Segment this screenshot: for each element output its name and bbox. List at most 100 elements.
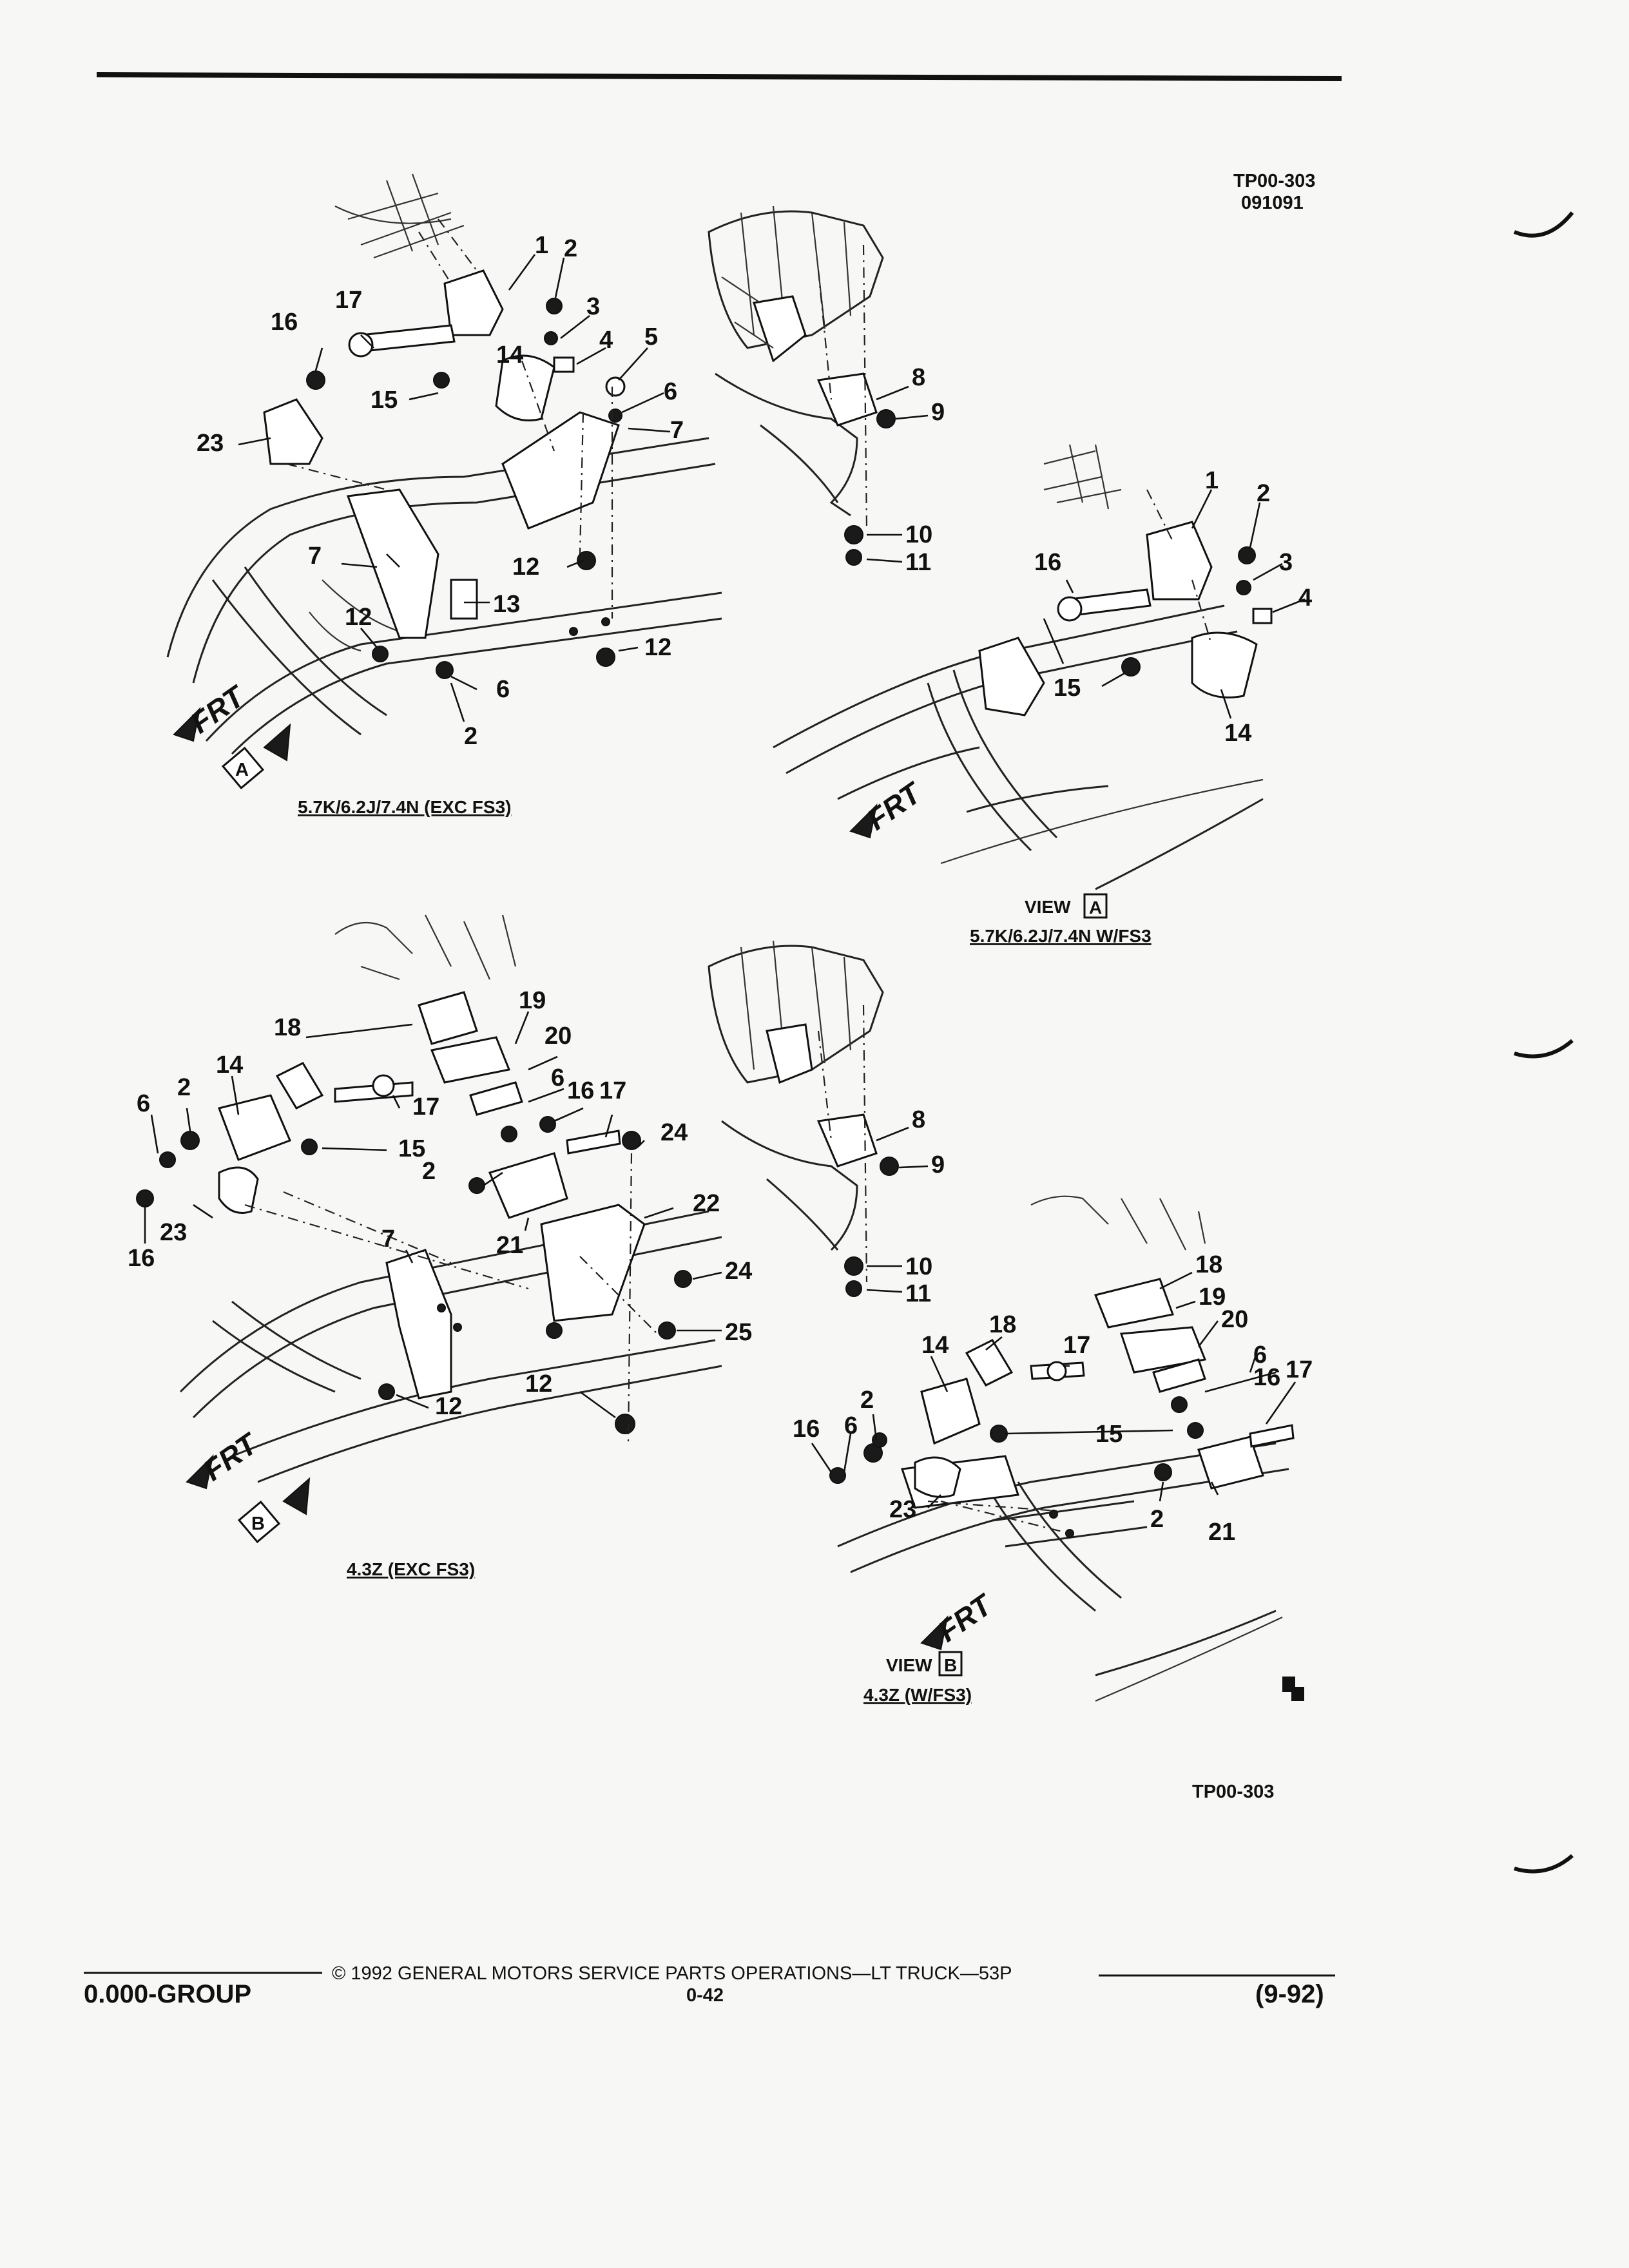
callout: 6 <box>551 1064 564 1091</box>
callout: 23 <box>197 430 224 457</box>
callout: 16 <box>271 309 298 336</box>
callout: 2 <box>564 235 577 262</box>
callout: 17 <box>335 287 362 314</box>
callout: 15 <box>398 1135 425 1162</box>
callout: 2 <box>177 1074 191 1101</box>
callout: 3 <box>586 293 600 320</box>
callout: 17 <box>1286 1356 1313 1383</box>
callout: 6 <box>844 1412 858 1439</box>
footer-copyright: © 1992 GENERAL MOTORS SERVICE PARTS OPER… <box>332 1963 1012 1984</box>
callout: 24 <box>725 1258 752 1285</box>
view-b-marker-letter: B <box>251 1514 265 1534</box>
caption-bottom-left: 4.3Z (EXC FS3) <box>347 1559 475 1579</box>
footer-revision: (9-92) <box>1255 1980 1324 2008</box>
callout: 8 <box>912 1106 925 1133</box>
callout: 15 <box>1054 675 1081 702</box>
callout: 13 <box>493 591 520 618</box>
callout: 15 <box>371 387 398 414</box>
callouts-top-left: 1 2 3 4 5 6 7 14 15 16 17 23 7 12 13 12 … <box>197 232 684 750</box>
callout: 14 <box>496 341 523 369</box>
callout: 18 <box>989 1311 1016 1338</box>
callout: 2 <box>1150 1506 1164 1533</box>
view-bottom-right: 8 9 10 11 <box>708 940 945 1307</box>
callout: 1 <box>1205 467 1219 494</box>
callout: 6 <box>496 676 510 703</box>
callouts-view-a: 1 2 3 4 16 15 14 <box>1034 467 1312 747</box>
footer-page: 0-42 <box>686 1985 724 2006</box>
callout: 12 <box>525 1370 552 1398</box>
caption-view-a: 5.7K/6.2J/7.4N W/FS3 <box>970 926 1152 946</box>
scan-mark-2 <box>1514 1039 1574 1059</box>
callout: 16 <box>793 1416 820 1443</box>
caption-top-left: 5.7K/6.2J/7.4N (EXC FS3) <box>298 797 511 817</box>
callout: 16 <box>1253 1364 1280 1391</box>
scan-mark-1 <box>1513 211 1574 238</box>
view-b-word: VIEW <box>886 1655 932 1675</box>
callout: 6 <box>664 378 677 405</box>
callout: 20 <box>1221 1306 1248 1333</box>
callout: 12 <box>644 634 671 661</box>
callout: 17 <box>412 1093 439 1120</box>
callout: 7 <box>381 1225 395 1253</box>
publisher-logo <box>1282 1677 1304 1701</box>
callout: 6 <box>1253 1341 1267 1369</box>
callout: 15 <box>1095 1421 1123 1448</box>
callout: 19 <box>519 987 546 1014</box>
callout: 2 <box>464 723 477 750</box>
callout: 1 <box>535 232 548 259</box>
callouts-bottom-left: 18 19 20 14 2 6 6 16 17 17 15 24 2 22 23… <box>128 987 752 1420</box>
callout: 6 <box>137 1090 150 1117</box>
view-a-marker-letter: A <box>235 760 249 780</box>
top-rule <box>96 72 1342 81</box>
callout: 10 <box>905 521 932 548</box>
callout: 17 <box>599 1077 626 1104</box>
callout: 25 <box>725 1319 752 1346</box>
footer-group: 0.000-GROUP <box>84 1980 251 2008</box>
callout: 14 <box>216 1052 243 1079</box>
view-a-word: VIEW <box>1025 897 1071 917</box>
callout: 21 <box>496 1232 523 1259</box>
scan-mark-3 <box>1514 1854 1574 1874</box>
callout: 17 <box>1063 1332 1090 1359</box>
callout: 2 <box>860 1387 874 1414</box>
callout: 4 <box>599 327 613 354</box>
view-a-caption: VIEW A 5.7K/6.2J/7.4N W/FS3 <box>970 893 1152 946</box>
callout: 2 <box>422 1158 436 1185</box>
callout: 21 <box>1208 1519 1235 1546</box>
callout: 5 <box>644 323 658 351</box>
callout: 16 <box>128 1245 155 1272</box>
callout: 18 <box>274 1014 301 1041</box>
callout: 12 <box>512 553 539 581</box>
header-code: TP00-303 <box>1233 171 1315 191</box>
callout: 11 <box>905 549 931 576</box>
header-date: 091091 <box>1241 193 1304 213</box>
view-top-left: FRT A <box>166 173 722 790</box>
caption-view-b: 4.3Z (W/FS3) <box>863 1685 972 1705</box>
callout: 9 <box>931 1151 945 1178</box>
callout: 11 <box>905 1280 931 1307</box>
callout: 8 <box>912 364 925 391</box>
view-top-right: 8 9 10 11 <box>708 206 945 576</box>
callout: 9 <box>931 399 945 426</box>
callout: 10 <box>905 1253 932 1280</box>
callout: 4 <box>1298 584 1312 611</box>
view-a-letter: A <box>1089 898 1102 918</box>
reference-code: TP00-303 <box>1192 1782 1274 1802</box>
callout: 20 <box>545 1023 572 1050</box>
view-b-caption: VIEW B 4.3Z (W/FS3) <box>863 1651 972 1705</box>
view-a: FRT <box>773 444 1306 890</box>
callout: 19 <box>1199 1283 1226 1311</box>
view-b-letter: B <box>944 1655 957 1675</box>
callout: 3 <box>1279 549 1293 576</box>
callout: 23 <box>160 1219 187 1246</box>
callout: 22 <box>693 1190 720 1217</box>
callout: 23 <box>889 1496 916 1523</box>
callout: 24 <box>660 1119 688 1146</box>
view-bottom-left: FRT B <box>136 914 722 1544</box>
callout: 12 <box>345 604 372 631</box>
callout: 7 <box>308 543 322 570</box>
callout: 12 <box>435 1393 462 1420</box>
callout: 16 <box>1034 549 1061 576</box>
callout: 14 <box>1224 720 1251 747</box>
